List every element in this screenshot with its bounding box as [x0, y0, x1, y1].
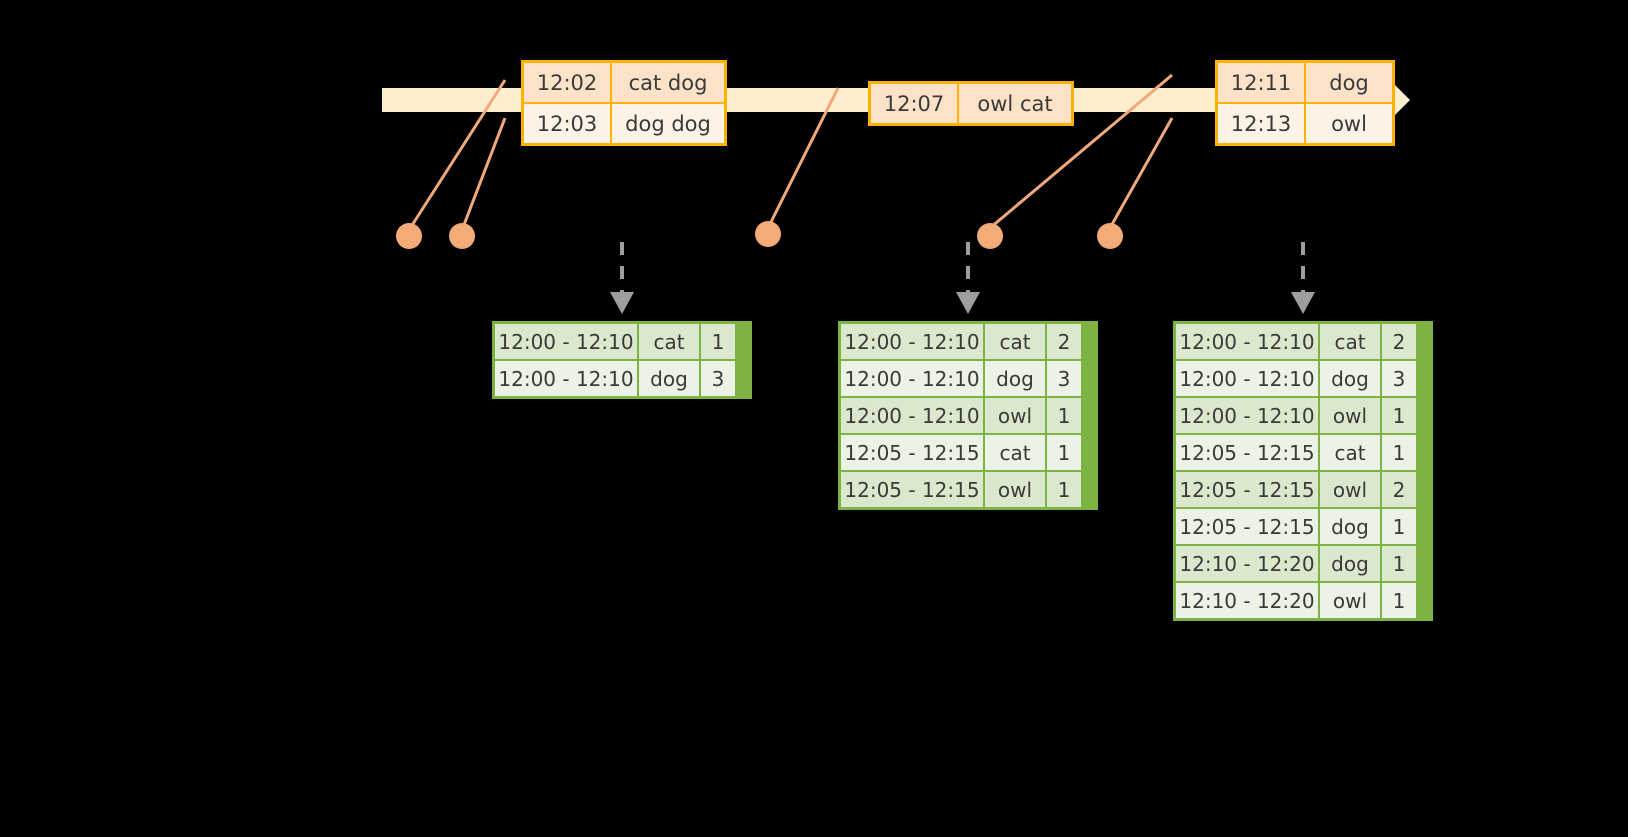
event-words: owl	[1306, 104, 1392, 143]
event-dot-3	[755, 221, 781, 247]
word-cell: cat	[639, 324, 699, 359]
window-cell: 12:05 - 12:15	[1176, 472, 1318, 507]
event-words: dog	[1306, 63, 1392, 102]
table-row[interactable]: 12:10 - 12:20 owl 1	[1176, 583, 1430, 618]
table-row[interactable]: 12:00 - 12:10 cat 2	[841, 324, 1095, 359]
connector-line-2	[460, 117, 507, 231]
table-row[interactable]: 12:00 - 12:10 cat 2	[1176, 324, 1430, 359]
dashed-arrow-3	[1291, 242, 1315, 314]
count-cell: 1	[1382, 583, 1416, 618]
count-cell: 1	[1047, 398, 1081, 433]
event-row[interactable]: 12:11 dog	[1218, 63, 1392, 102]
count-cell: 3	[1382, 361, 1416, 396]
table-row[interactable]: 12:05 - 12:15 dog 1	[1176, 509, 1430, 544]
count-cell: 1	[1382, 509, 1416, 544]
window-cell: 12:00 - 12:10	[495, 324, 637, 359]
event-words: cat dog	[612, 63, 724, 102]
count-cell: 3	[701, 361, 735, 396]
count-cell: 1	[1382, 398, 1416, 433]
count-cell: 2	[1382, 324, 1416, 359]
window-cell: 12:00 - 12:10	[1176, 361, 1318, 396]
window-cell: 12:05 - 12:15	[841, 472, 983, 507]
window-cell: 12:00 - 12:10	[495, 361, 637, 396]
word-cell: dog	[985, 361, 1045, 396]
event-dot-2	[449, 223, 475, 249]
event-dot-5	[1097, 223, 1123, 249]
result-table-1[interactable]: 12:00 - 12:10 cat 1 12:00 - 12:10 dog 3	[492, 321, 752, 399]
word-cell: dog	[639, 361, 699, 396]
window-cell: 12:05 - 12:15	[1176, 509, 1318, 544]
dashed-arrow-1	[610, 242, 634, 314]
event-dot-4	[977, 223, 1003, 249]
window-cell: 12:00 - 12:10	[1176, 324, 1318, 359]
connector-line-1	[407, 79, 507, 231]
count-cell: 2	[1382, 472, 1416, 507]
event-time: 12:07	[871, 84, 957, 123]
word-cell: owl	[985, 398, 1045, 433]
event-group-2[interactable]: 12:07 owl cat	[868, 81, 1074, 126]
word-cell: cat	[1320, 324, 1380, 359]
count-cell: 1	[1382, 546, 1416, 581]
table-row[interactable]: 12:00 - 12:10 dog 3	[1176, 361, 1430, 396]
result-table-3[interactable]: 12:00 - 12:10 cat 2 12:00 - 12:10 dog 3 …	[1173, 321, 1433, 621]
count-cell: 1	[701, 324, 735, 359]
word-cell: cat	[985, 435, 1045, 470]
window-cell: 12:05 - 12:15	[841, 435, 983, 470]
event-dots	[396, 221, 1123, 249]
count-cell: 1	[1382, 435, 1416, 470]
table-row[interactable]: 12:10 - 12:20 dog 1	[1176, 546, 1430, 581]
table-row[interactable]: 12:05 - 12:15 owl 2	[1176, 472, 1430, 507]
event-row[interactable]: 12:07 owl cat	[871, 84, 1071, 123]
word-cell: owl	[1320, 398, 1380, 433]
window-cell: 12:00 - 12:10	[1176, 398, 1318, 433]
window-cell: 12:10 - 12:20	[1176, 583, 1318, 618]
table-row[interactable]: 12:00 - 12:10 dog 3	[495, 361, 749, 396]
event-dot-1	[396, 223, 422, 249]
event-time: 12:13	[1218, 104, 1304, 143]
window-cell: 12:05 - 12:15	[1176, 435, 1318, 470]
event-row[interactable]: 12:13 owl	[1218, 104, 1392, 143]
event-group-3[interactable]: 12:11 dog 12:13 owl	[1215, 60, 1395, 146]
count-cell: 3	[1047, 361, 1081, 396]
event-time: 12:02	[524, 63, 610, 102]
word-cell: dog	[1320, 546, 1380, 581]
connector-line-5	[1108, 117, 1174, 229]
window-cell: 12:00 - 12:10	[841, 324, 983, 359]
word-cell: owl	[1320, 472, 1380, 507]
table-row[interactable]: 12:00 - 12:10 owl 1	[1176, 398, 1430, 433]
connector-line-3	[766, 87, 840, 229]
window-cell: 12:10 - 12:20	[1176, 546, 1318, 581]
event-time: 12:03	[524, 104, 610, 143]
word-cell: cat	[985, 324, 1045, 359]
event-row[interactable]: 12:03 dog dog	[524, 104, 724, 143]
result-table-2[interactable]: 12:00 - 12:10 cat 2 12:00 - 12:10 dog 3 …	[838, 321, 1098, 510]
table-row[interactable]: 12:00 - 12:10 cat 1	[495, 324, 749, 359]
table-row[interactable]: 12:05 - 12:15 owl 1	[841, 472, 1095, 507]
table-row[interactable]: 12:05 - 12:15 cat 1	[841, 435, 1095, 470]
window-cell: 12:00 - 12:10	[841, 361, 983, 396]
count-cell: 1	[1047, 435, 1081, 470]
count-cell: 2	[1047, 324, 1081, 359]
event-group-1[interactable]: 12:02 cat dog 12:03 dog dog	[521, 60, 727, 146]
event-row[interactable]: 12:02 cat dog	[524, 63, 724, 102]
dashed-arrow-2	[956, 242, 980, 314]
word-cell: dog	[1320, 509, 1380, 544]
table-row[interactable]: 12:00 - 12:10 dog 3	[841, 361, 1095, 396]
word-cell: owl	[1320, 583, 1380, 618]
table-row[interactable]: 12:00 - 12:10 owl 1	[841, 398, 1095, 433]
event-time: 12:11	[1218, 63, 1304, 102]
event-words: owl cat	[959, 84, 1071, 123]
word-cell: cat	[1320, 435, 1380, 470]
word-cell: dog	[1320, 361, 1380, 396]
dashed-arrows	[610, 242, 1315, 314]
table-row[interactable]: 12:05 - 12:15 cat 1	[1176, 435, 1430, 470]
count-cell: 1	[1047, 472, 1081, 507]
word-cell: owl	[985, 472, 1045, 507]
event-words: dog dog	[612, 104, 724, 143]
window-cell: 12:00 - 12:10	[841, 398, 983, 433]
